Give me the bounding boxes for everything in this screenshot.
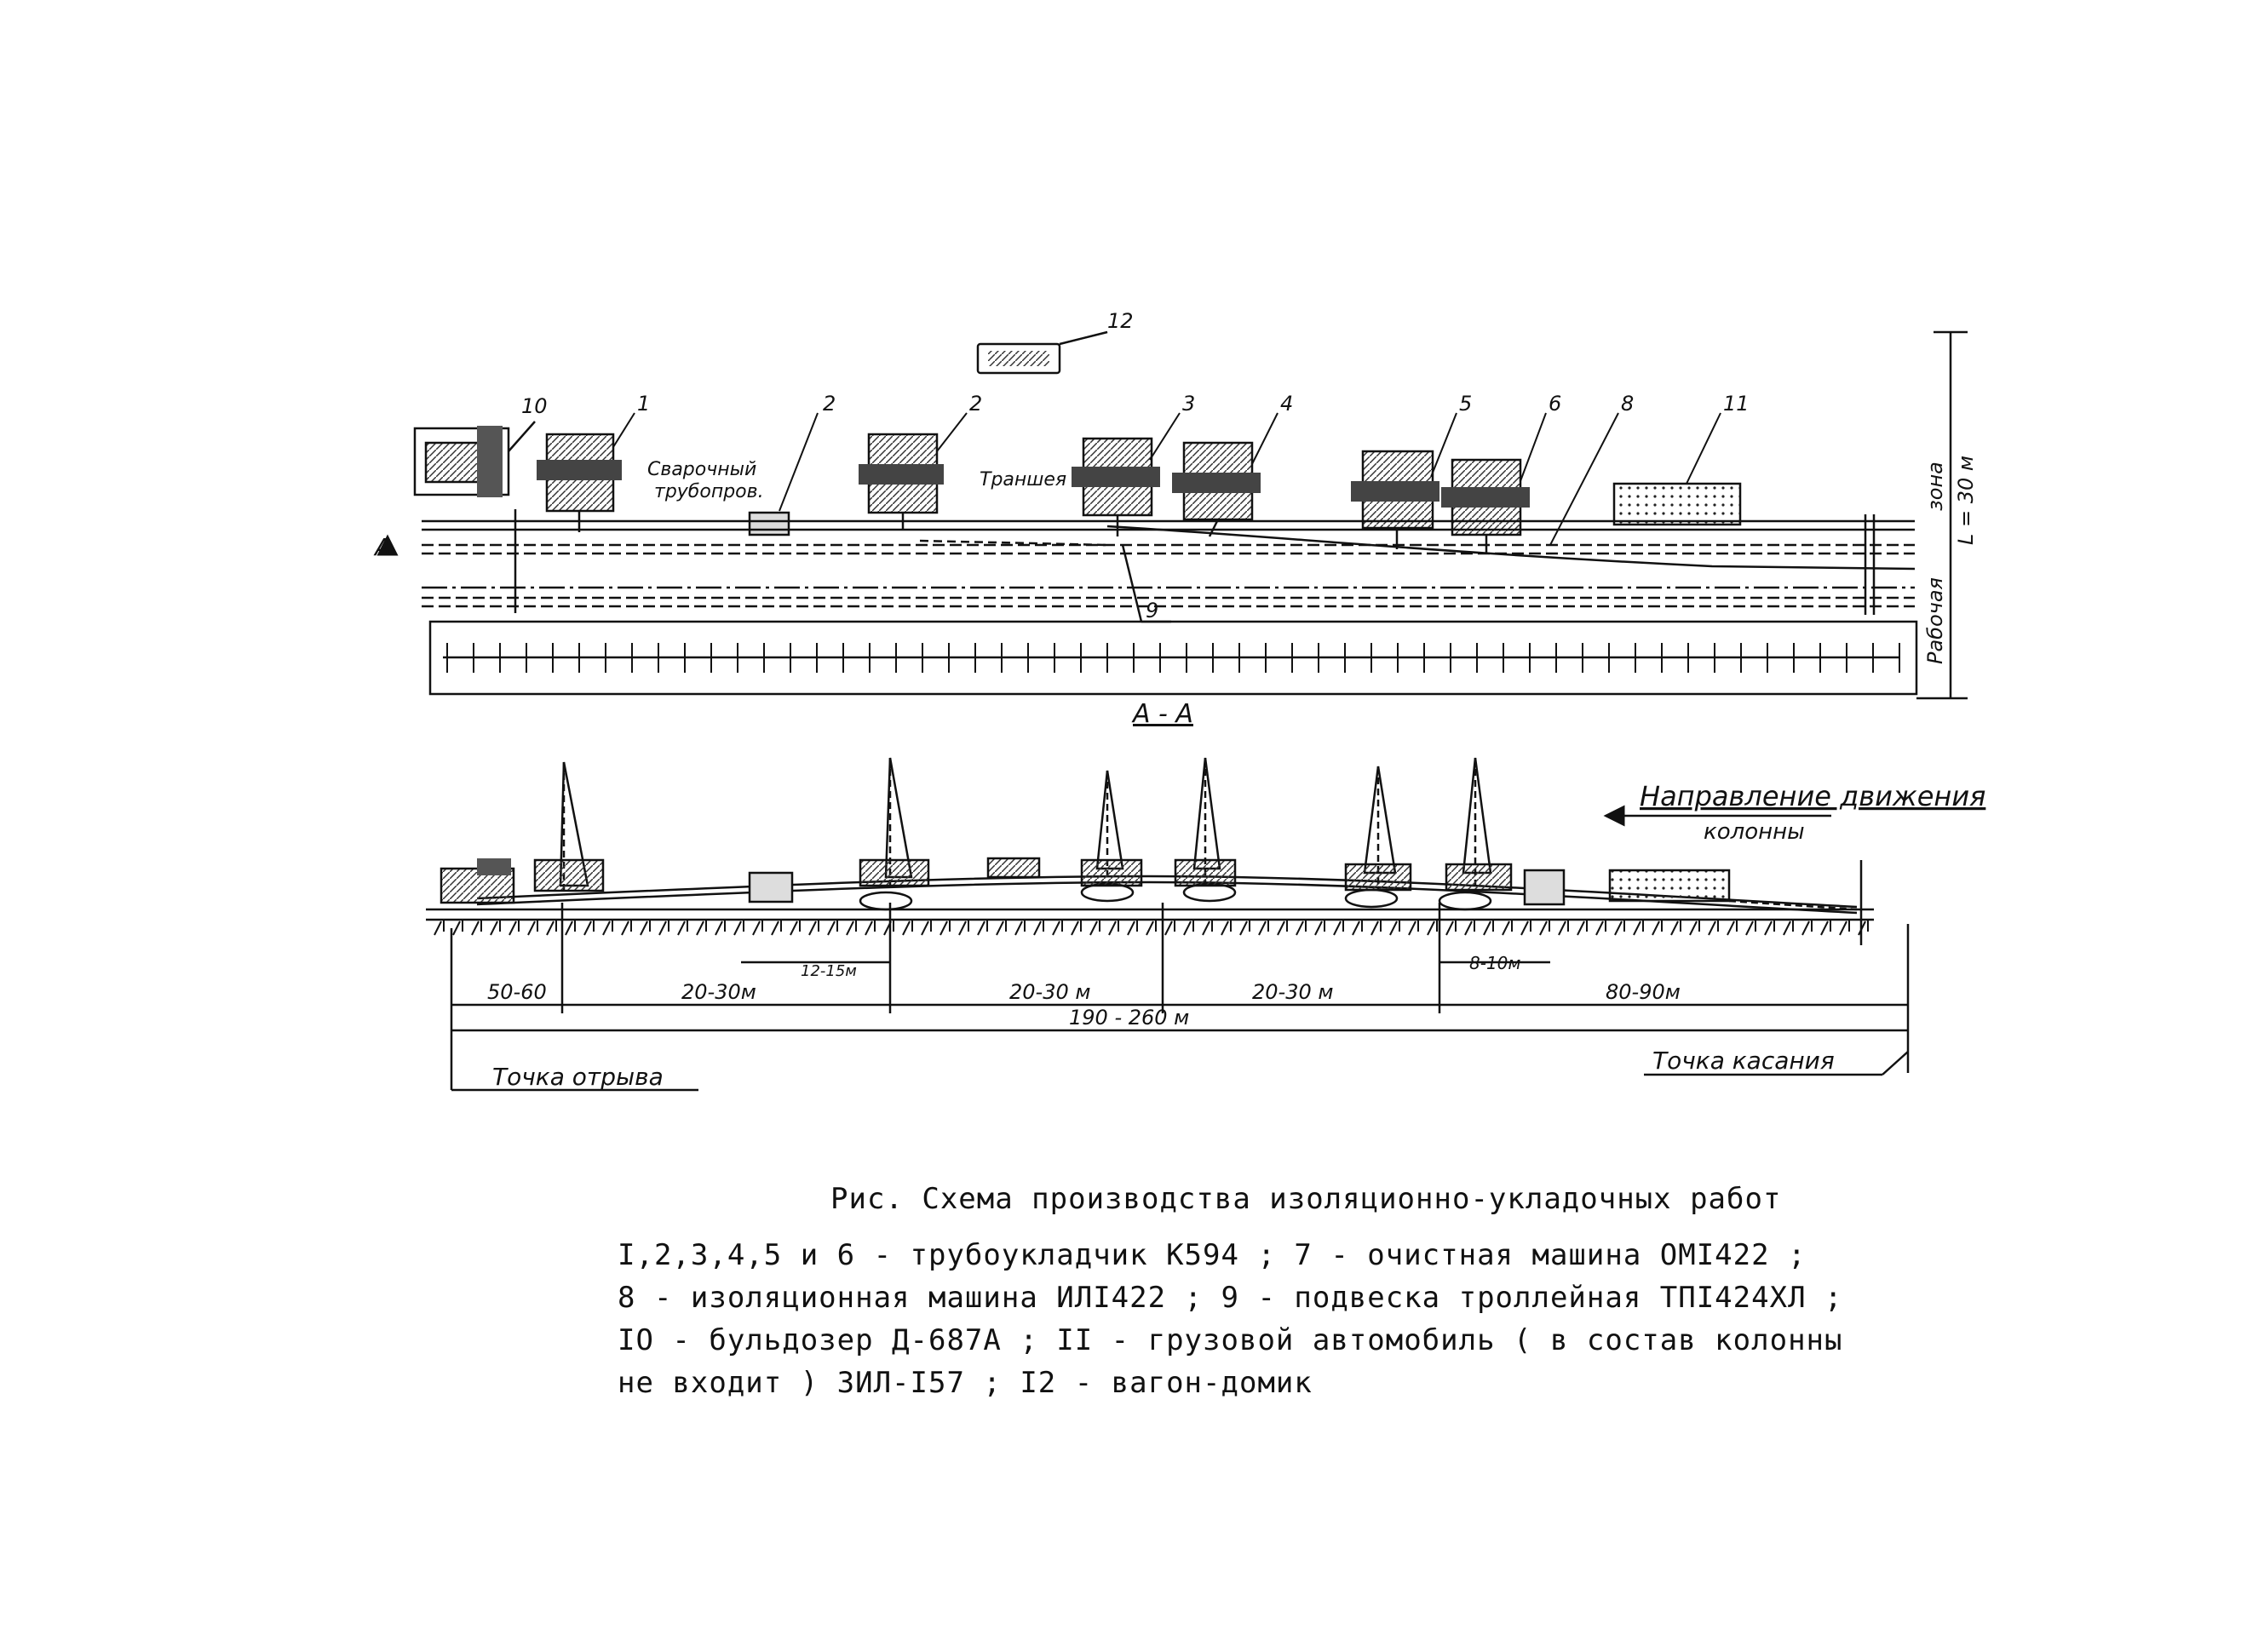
truck-11 [1612,482,1742,526]
trench-label: Траншея [980,469,1066,490]
label-9: 9 [1146,599,1158,622]
road-ticks [446,643,1900,673]
pipeline-label-1: Сварочный [647,459,756,480]
zone-width: L = 30 м [1954,456,1978,545]
pipeline-label-2: трубопров. [654,481,764,502]
plan-view [376,330,1968,700]
dim-small-2: 8-10м [1469,953,1520,973]
pipelayer-2-plan [859,433,944,530]
zone-label-1: Рабочая [1923,577,1947,664]
label-1: 1 [637,392,650,416]
caption-line-3: IO - бульдозер Д-687А ; II - грузовой ав… [618,1323,1843,1357]
pipelayer-3-plan [1072,437,1160,536]
caption-line-4: не входит ) ЗИЛ-I57 ; I2 - вагон-домик [618,1366,1313,1400]
label-3: 3 [1182,392,1195,416]
section-title: А - А [1131,699,1193,729]
caption-line-2: 8 - изоляционная машина ИЛI422 ; 9 - под… [618,1281,1843,1315]
plan-labels: 12 10 1 2 2 3 4 5 6 8 11 9 Сварочный тру… [373,309,1978,729]
dim-4: 20-30 м [1252,980,1333,1004]
pipelayer-4-plan [1172,441,1261,537]
section-view [426,757,1910,1092]
point-lift: Точка отрыва [492,1063,664,1091]
dim-small-1: 12-15м [801,962,857,980]
pipelayer-booms [533,757,1513,894]
section-labels: Направление движения колонны 12-15м 8-10… [487,780,1985,1091]
point-touch: Точка касания [1652,1047,1835,1075]
caption-title: Рис. Схема производства изоляционно-укла… [830,1182,1782,1216]
dim-3: 20-30 м [1009,980,1090,1004]
bulldozer-10 [413,426,510,497]
trailer-12 [976,342,1061,375]
label-2b: 2 [969,392,982,416]
label-2a: 2 [823,392,836,416]
section-mark: А [373,533,391,561]
label-5: 5 [1459,392,1472,416]
callout-leaders [612,331,1721,546]
label-11: 11 [1723,392,1750,416]
dim-total: 190 - 260 м [1069,1006,1189,1030]
pipelayer-5-plan [1351,450,1439,549]
dim-2: 20-30м [681,980,756,1004]
dim-1: 50-60 [487,980,547,1004]
label-12: 12 [1107,309,1134,333]
zone-label-2: зона [1923,462,1947,511]
label-4: 4 [1280,392,1293,416]
label-10: 10 [521,394,548,418]
label-6: 6 [1549,392,1561,416]
direction-label-2: колонны [1704,819,1805,845]
pipelayer-6-plan [1441,458,1530,554]
direction-label-1: Направление движения [1640,780,1985,812]
caption-line-1: I,2,3,4,5 и 6 - трубоукладчик К594 ; 7 -… [618,1238,1807,1272]
ground-hatch [434,920,1869,936]
road-band [428,620,1918,696]
cleaning-machine-plan [748,511,790,536]
label-8: 8 [1621,392,1634,416]
pipelayer-1-plan [537,433,622,532]
dim-5: 80-90м [1606,980,1681,1004]
